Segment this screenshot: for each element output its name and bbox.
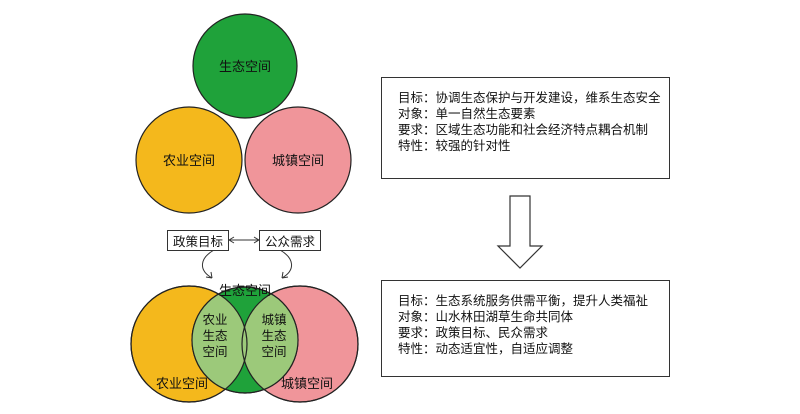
info-bottom-object: 对象：山水林田湖草生命共同体	[398, 309, 574, 324]
info-box-top: 目标：协调生态保护与开发建设，维系生态安全 对象：单一自然生态要素 要求：区域生…	[381, 77, 670, 179]
top-urban-circle	[244, 106, 352, 214]
top-ecology-label: 生态空间	[219, 60, 271, 75]
top-ecology-circle	[192, 13, 298, 119]
overlap-urban-ecology	[242, 287, 298, 393]
info-top-requirement: 要求：区域生态功能和社会经济特点耦合机制	[398, 122, 649, 137]
tag-connectors	[202, 236, 292, 279]
overlap-left-line-3: 空间	[202, 344, 227, 359]
overlap-agriculture-ecology	[192, 287, 247, 393]
info-bottom-goal: 目标：生态系统服务供需平衡，提升人类福祉	[398, 293, 649, 308]
overlap-right-line-3: 空间	[261, 344, 286, 359]
top-venn: 生态空间 农业空间 城镇空间	[135, 13, 352, 214]
info-bottom-requirement: 要求：政策目标、民众需求	[398, 325, 549, 340]
info-box-bottom: 目标：生态系统服务供需平衡，提升人类福祉 对象：山水林田湖草生命共同体 要求：政…	[381, 280, 670, 377]
top-urban-label: 城镇空间	[272, 154, 324, 169]
info-bottom-feature: 特性：动态适宜性，自适应调整	[398, 341, 574, 356]
overlap-left-line-2: 生态	[202, 328, 227, 343]
overlap-right-line-2: 生态	[261, 328, 286, 343]
public-demand-label: 公众需求	[264, 234, 315, 249]
bottom-agriculture-label: 农业空间	[156, 377, 208, 392]
down-arrow-icon	[496, 195, 544, 269]
info-top-goal: 目标：协调生态保护与开发建设，维系生态安全	[398, 90, 661, 105]
top-agriculture-circle	[135, 106, 243, 214]
top-agriculture-label: 农业空间	[163, 154, 215, 169]
info-top-object: 对象：单一自然生态要素	[398, 106, 536, 121]
bottom-venn: 生态空间 农业空间 城镇空间 农业 生态 空间 城镇 生态 空间	[130, 284, 359, 403]
bottom-ecology-label: 生态空间	[219, 284, 271, 299]
policy-goal-label: 政策目标	[172, 234, 223, 249]
policy-goal-tag: 政策目标	[167, 230, 229, 251]
overlap-right-line-1: 城镇	[261, 312, 286, 327]
overlap-left-line-1: 农业	[202, 312, 227, 327]
public-demand-tag: 公众需求	[259, 230, 321, 251]
bottom-urban-label: 城镇空间	[281, 377, 333, 392]
info-top-feature: 特性：较强的针对性	[398, 138, 511, 153]
